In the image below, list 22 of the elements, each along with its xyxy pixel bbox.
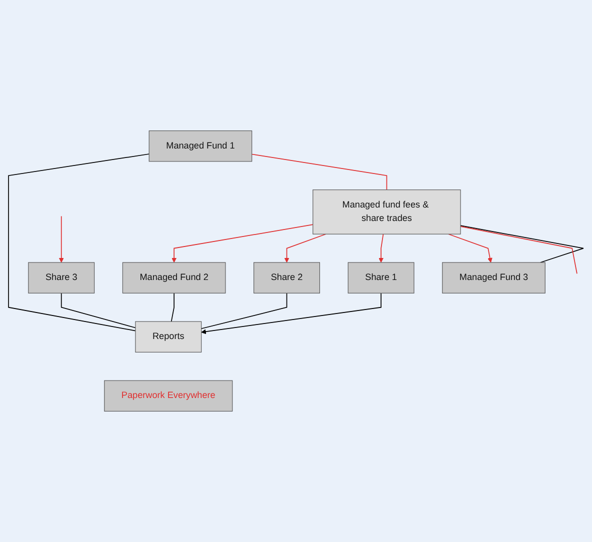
node-box <box>348 262 414 294</box>
node-box <box>148 130 252 162</box>
connector <box>460 226 578 274</box>
node-box <box>135 321 202 352</box>
connector <box>200 292 288 330</box>
node-box <box>28 262 95 294</box>
arrow <box>284 234 326 263</box>
node-box <box>442 262 546 294</box>
arrow <box>172 224 314 263</box>
node-box <box>312 190 461 234</box>
connector <box>251 154 388 190</box>
arrow <box>378 234 384 263</box>
node-box <box>122 262 226 294</box>
node-box <box>254 262 320 294</box>
connector <box>460 225 584 263</box>
connector <box>170 292 174 322</box>
node-box <box>104 380 233 412</box>
connector <box>60 292 136 328</box>
connector <box>8 154 150 332</box>
arrow <box>448 234 492 263</box>
arrow <box>201 292 382 334</box>
arrow <box>58 216 64 263</box>
